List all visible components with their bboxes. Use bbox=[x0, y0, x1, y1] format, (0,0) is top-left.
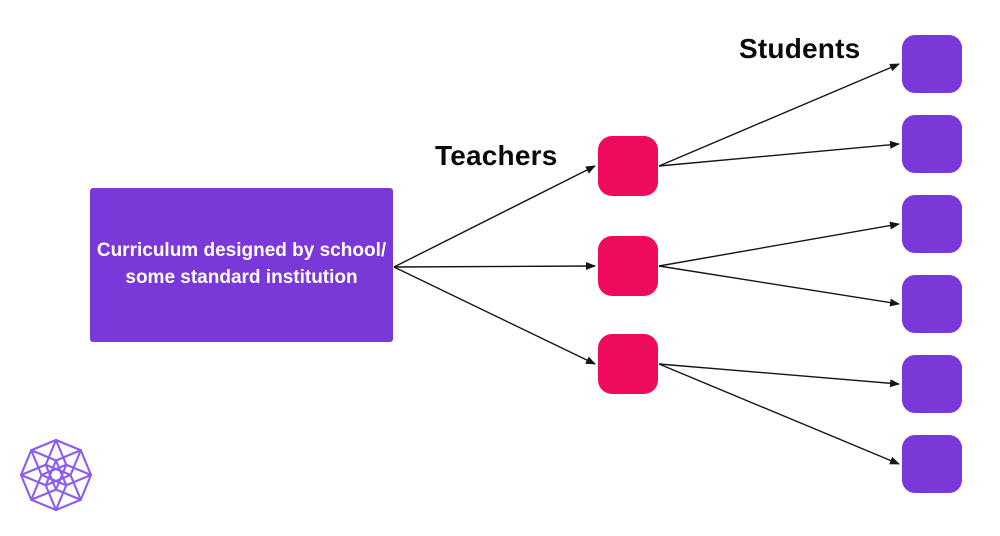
tesseract-logo-edge bbox=[65, 473, 93, 487]
edge-arrow-curriculum-t2 bbox=[393, 262, 596, 271]
tesseract-logo-edge bbox=[65, 463, 93, 477]
curriculum-node-label: Curriculum designed by school/ some stan… bbox=[90, 238, 393, 291]
student-node-1 bbox=[902, 35, 962, 93]
tesseract-logo-edge bbox=[54, 438, 82, 452]
tesseract-logo-edge bbox=[44, 463, 58, 491]
tesseract-logo-edge bbox=[44, 473, 72, 487]
edge-arrow-t1-s1 bbox=[658, 63, 900, 167]
curriculum-node: Curriculum designed by school/ some stan… bbox=[90, 188, 393, 342]
tesseract-logo-edge bbox=[54, 484, 68, 512]
student-node-4 bbox=[902, 275, 962, 333]
tesseract-logo-edge bbox=[30, 449, 58, 462]
tesseract-logo-edge bbox=[30, 438, 58, 452]
tesseract-logo-edge bbox=[54, 488, 82, 501]
tesseract-logo-edge bbox=[44, 484, 58, 512]
tesseract-logo-edge bbox=[69, 473, 82, 501]
tesseract-logo-edge bbox=[40, 463, 68, 477]
student-node-2 bbox=[902, 115, 962, 173]
student-node-6 bbox=[902, 435, 962, 493]
teachers-label: Teachers bbox=[435, 140, 558, 171]
tesseract-logo-edge bbox=[44, 438, 58, 466]
teacher-node-1 bbox=[598, 136, 658, 196]
student-node-5 bbox=[902, 355, 962, 413]
teacher-node-3 bbox=[598, 334, 658, 394]
tesseract-logo-edge bbox=[19, 473, 47, 487]
students-label: Students bbox=[739, 33, 861, 64]
tesseract-logo-edge bbox=[30, 449, 43, 477]
tesseract-logo-edge bbox=[54, 459, 68, 487]
tesseract-logo-edge bbox=[54, 498, 82, 512]
tesseract-logo-edge bbox=[44, 463, 72, 477]
edge-arrow-t3-s5 bbox=[658, 363, 900, 388]
tesseract-logo-edge bbox=[79, 473, 93, 501]
tesseract-logo-edge bbox=[19, 449, 33, 477]
tesseract-logo-edge bbox=[44, 459, 58, 487]
tesseract-logo-edge bbox=[19, 473, 33, 501]
tesseract-logo-edge bbox=[79, 449, 93, 477]
tesseract-logo-icon bbox=[19, 438, 93, 512]
edge-arrow-curriculum-t1 bbox=[393, 165, 596, 268]
teacher-node-2 bbox=[598, 236, 658, 296]
tesseract-logo-edge bbox=[19, 463, 47, 477]
edge-arrow-t1-s2 bbox=[658, 140, 900, 167]
edge-arrow-t3-s6 bbox=[658, 363, 900, 465]
tesseract-logo-edge bbox=[40, 473, 68, 487]
student-node-3 bbox=[902, 195, 962, 253]
tesseract-logo-edge bbox=[54, 438, 68, 466]
tesseract-logo-edge bbox=[30, 498, 58, 512]
edge-arrow-t2-s3 bbox=[658, 221, 900, 267]
tesseract-logo-edge bbox=[54, 449, 82, 462]
curriculum-label-line2: some standard institution bbox=[125, 267, 358, 288]
curriculum-label-line1: Curriculum designed by school/ bbox=[96, 240, 387, 262]
tesseract-logo-edge bbox=[30, 473, 43, 501]
edge-arrow-curriculum-t3 bbox=[393, 266, 596, 365]
tesseract-logo-edge bbox=[69, 449, 82, 477]
tesseract-logo-edge bbox=[30, 488, 58, 501]
tesseract-logo-edge bbox=[54, 463, 68, 491]
edge-arrow-t2-s4 bbox=[658, 265, 900, 307]
